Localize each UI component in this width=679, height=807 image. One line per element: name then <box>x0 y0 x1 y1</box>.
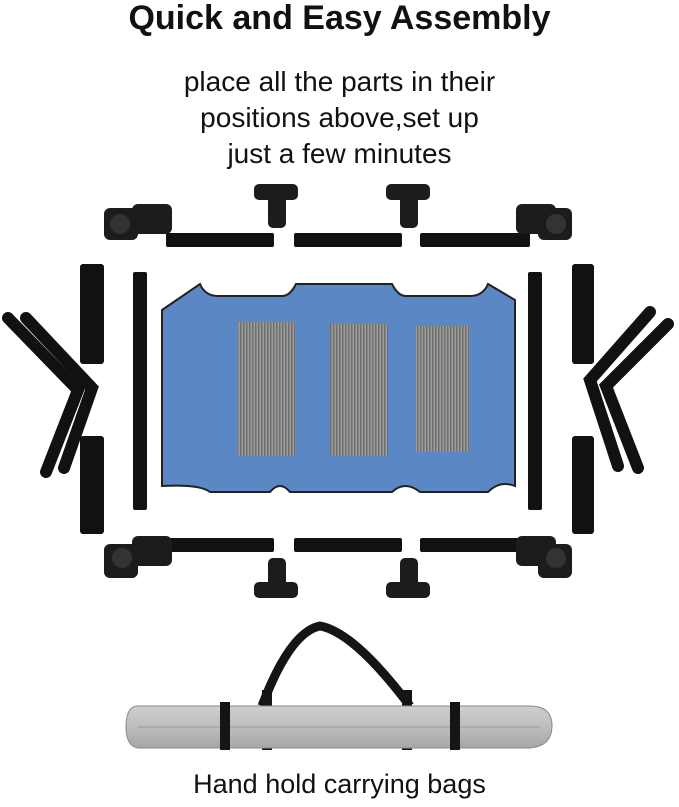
t-connectors <box>254 184 430 598</box>
bottom-tubes <box>166 538 530 552</box>
t-connector <box>386 184 430 228</box>
bag-strap-left <box>220 702 230 750</box>
instruction-line-1: place all the parts in their <box>183 66 496 97</box>
instruction-line-2: positions above,set up <box>200 102 479 133</box>
bent-legs-right <box>583 306 674 474</box>
t-connector <box>386 558 430 598</box>
corner-connector <box>516 204 572 240</box>
t-connector <box>254 184 298 228</box>
bent-legs-left <box>2 312 99 478</box>
carrying-bag <box>125 621 553 750</box>
fabric-bed <box>161 282 516 493</box>
instruction-line-3: just a few minutes <box>227 138 452 169</box>
page-title: Quick and Easy Assembly <box>128 0 551 37</box>
bag-strap-right <box>450 702 460 750</box>
top-tubes <box>166 233 530 247</box>
leg-tubes <box>80 264 594 534</box>
t-connector <box>254 558 298 598</box>
mesh-panel-right <box>416 326 470 452</box>
corner-connectors <box>104 204 572 578</box>
bag-caption: Hand hold carrying bags <box>193 769 486 799</box>
mesh-panel-left <box>238 322 296 456</box>
corner-connector <box>104 204 172 240</box>
corner-connector <box>516 536 572 578</box>
mesh-panel-middle <box>330 324 388 456</box>
corner-connector <box>104 536 172 578</box>
side-tubes <box>133 272 542 510</box>
